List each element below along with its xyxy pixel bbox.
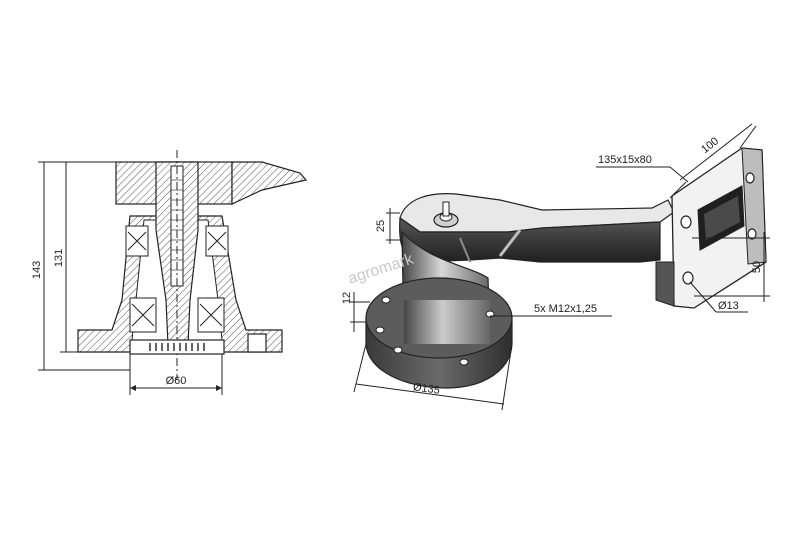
- dimension-143: 143: [31, 161, 130, 371]
- dimension-25: 25: [375, 208, 402, 244]
- plate-hole-1: [680, 215, 692, 229]
- tube-stub: [655, 261, 675, 307]
- dimension-12: 12: [341, 292, 370, 332]
- dim-25-label: 25: [375, 220, 387, 232]
- flange-bolt-1: [381, 296, 391, 304]
- isometric-view: 135x15x80 100 25 12 5x M12x1,25: [341, 123, 770, 411]
- plate-hole-3: [745, 172, 755, 184]
- section-view: 143 131 Ø60: [31, 150, 308, 395]
- dimension-131: 131: [53, 162, 78, 353]
- dimension-100: 100: [669, 123, 757, 199]
- bottom-seal: [129, 339, 225, 355]
- dim-143-label: 143: [31, 261, 43, 279]
- dimension-60: Ø60: [129, 354, 223, 395]
- dim-50-label: 50: [751, 261, 763, 273]
- dim-bolts-label: 5x M12x1,25: [534, 303, 597, 315]
- flange-bolt-2: [375, 326, 385, 334]
- dimension-135x15x80: 135x15x80: [596, 154, 689, 183]
- plate-hole-4: [747, 228, 757, 240]
- dim-135-label: Ø135: [412, 381, 440, 397]
- dim-tube-label: 135x15x80: [598, 154, 652, 166]
- dimension-50: 50: [692, 232, 770, 302]
- flange-bolt-4: [459, 358, 469, 366]
- flange-bolt-3: [393, 346, 403, 354]
- grease-nipple: [247, 333, 267, 353]
- bolt-thread: [171, 179, 183, 271]
- blade-section: [231, 161, 308, 205]
- dim-60-label: Ø60: [166, 375, 187, 387]
- dimension-bolts: 5x M12x1,25: [490, 303, 612, 317]
- dim-13-label: Ø13: [718, 300, 739, 312]
- dim-100-label: 100: [699, 135, 721, 156]
- upper-bearings: [125, 225, 229, 257]
- lower-bearings: [129, 297, 225, 333]
- plate-hole-2: [682, 271, 694, 285]
- dim-12-label: 12: [341, 292, 353, 304]
- dimension-135: Ø135: [353, 343, 513, 411]
- pivot-bolt: [433, 201, 459, 228]
- dim-131-label: 131: [53, 249, 65, 267]
- dimension-13: Ø13: [689, 281, 748, 313]
